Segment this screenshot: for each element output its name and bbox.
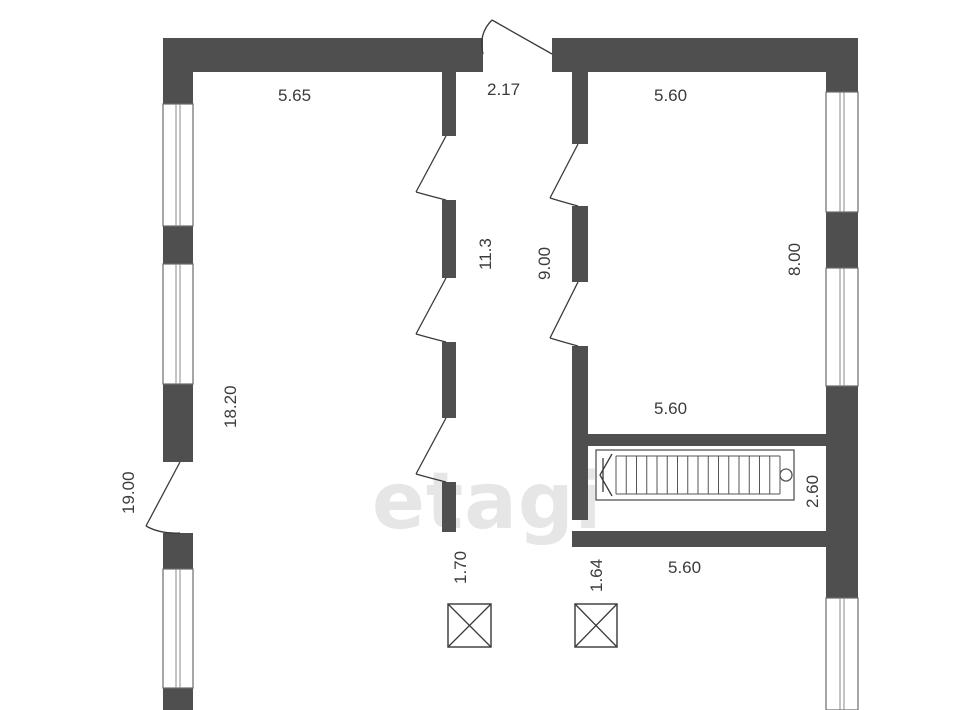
dim-entrance-width: 2.17 — [487, 80, 520, 99]
window-icon — [825, 91, 859, 213]
left-wall-segment — [163, 688, 193, 710]
dim-right-room-height: 8.00 — [785, 243, 804, 276]
walls — [163, 38, 858, 710]
dim-left-room-door: 19.00 — [119, 471, 138, 514]
left-wall-segment — [163, 533, 193, 569]
corridor-right-partition — [572, 72, 588, 144]
dim-right-room-bottom-width: 5.60 — [654, 399, 687, 418]
door-swing-icon — [415, 417, 447, 483]
dim-column-right: 1.64 — [587, 559, 606, 592]
left-wall-segment — [163, 384, 193, 462]
door-swing-icon — [549, 143, 579, 207]
window-icon — [162, 103, 194, 227]
dim-left-room-width: 5.65 — [278, 86, 311, 105]
dim-stair-height: 2.60 — [803, 475, 822, 508]
column-x-icon — [574, 603, 618, 648]
dim-corridor-left: 11.3 — [476, 238, 495, 270]
doors — [145, 19, 579, 534]
window-icon — [825, 597, 859, 710]
window-icon — [825, 267, 859, 387]
dimension-labels: 5.65 2.17 5.60 5.60 5.60 18.20 19.00 11.… — [119, 80, 822, 592]
stair-arrow-left — [599, 453, 613, 497]
top-wall-left — [163, 38, 483, 72]
left-windows — [162, 103, 194, 689]
door-swing-icon — [415, 277, 447, 343]
corridor-right-partition — [572, 346, 588, 436]
left-wall-segment — [163, 226, 193, 264]
window-icon — [162, 568, 194, 689]
column-x-icon — [447, 603, 492, 648]
corridor-left-partition — [442, 342, 456, 418]
dim-right-room-top-width: 5.60 — [654, 86, 687, 105]
right-windows — [825, 91, 859, 710]
dim-lower-right-width: 5.60 — [668, 558, 701, 577]
door-swing-icon — [145, 461, 181, 534]
dim-corridor-right: 9.00 — [535, 247, 554, 280]
corridor-right-partition — [572, 436, 588, 520]
dim-left-room-height: 18.20 — [221, 385, 240, 428]
stair-start-marker — [779, 468, 793, 482]
dim-column-left: 1.70 — [451, 551, 470, 584]
left-wall-segment — [163, 38, 193, 104]
stair-wall-bottom — [572, 531, 828, 547]
staircase-icon — [595, 449, 795, 501]
right-wall-segment — [826, 386, 858, 598]
door-swing-icon — [481, 19, 553, 55]
corridor-left-partition — [442, 72, 456, 136]
corridor-left-partition — [442, 482, 456, 532]
corridor-right-partition — [572, 206, 588, 282]
watermark-logo: etagi — [372, 457, 602, 547]
top-wall-right — [552, 38, 858, 72]
right-wall-segment — [826, 212, 858, 268]
window-icon — [162, 263, 194, 385]
stair-wall-top — [572, 434, 826, 446]
door-swing-icon — [415, 135, 447, 201]
door-swing-icon — [549, 281, 579, 347]
corridor-left-partition — [442, 200, 456, 278]
right-wall-segment — [826, 38, 858, 92]
